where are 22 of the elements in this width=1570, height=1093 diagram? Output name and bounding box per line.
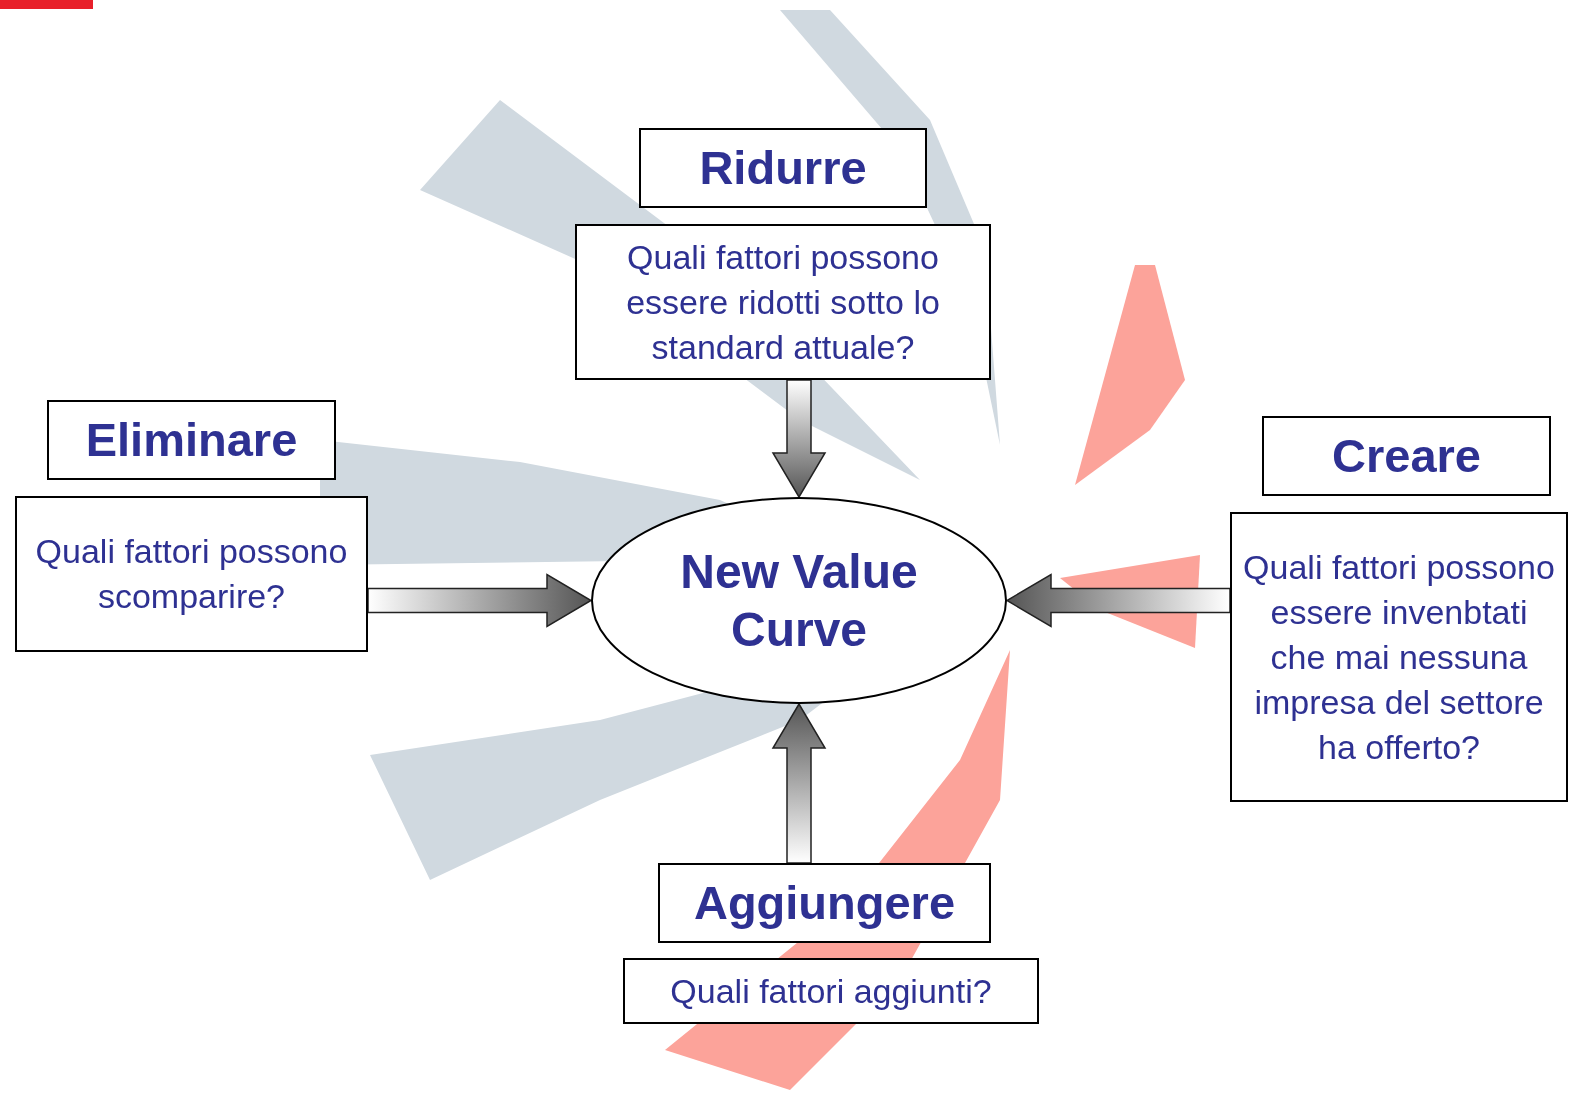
heading-text: Creare [1331,428,1482,484]
question-text: Quali fattori possono essere invenbtati che mai nessuna impresa del settore ha offerto? [1242,546,1556,768]
heading-box [639,128,927,208]
node-title: New Value Curve [679,543,919,658]
heading-box [658,863,991,943]
heading-text: Aggiungere [692,875,957,931]
heading-text: Eliminare [84,412,299,468]
question-box [623,958,1039,1024]
heading-box [1262,416,1551,496]
question-box [15,496,368,652]
block-arrow [771,379,827,499]
question-text: Quali fattori aggiunti? [669,970,993,1012]
question-text: Quali fattori possono essere ridotti sotto lo standard attuale? [625,236,941,368]
heading-text: Ridurre [698,140,868,196]
block-arrow [367,573,593,628]
heading-box [47,400,336,480]
ellipse-node [591,497,1007,704]
question-box [1230,512,1568,802]
question-box [575,224,991,380]
block-arrow [1005,573,1231,628]
question-text: Quali fattori possono scomparire? [34,531,349,617]
block-arrow [771,702,827,864]
